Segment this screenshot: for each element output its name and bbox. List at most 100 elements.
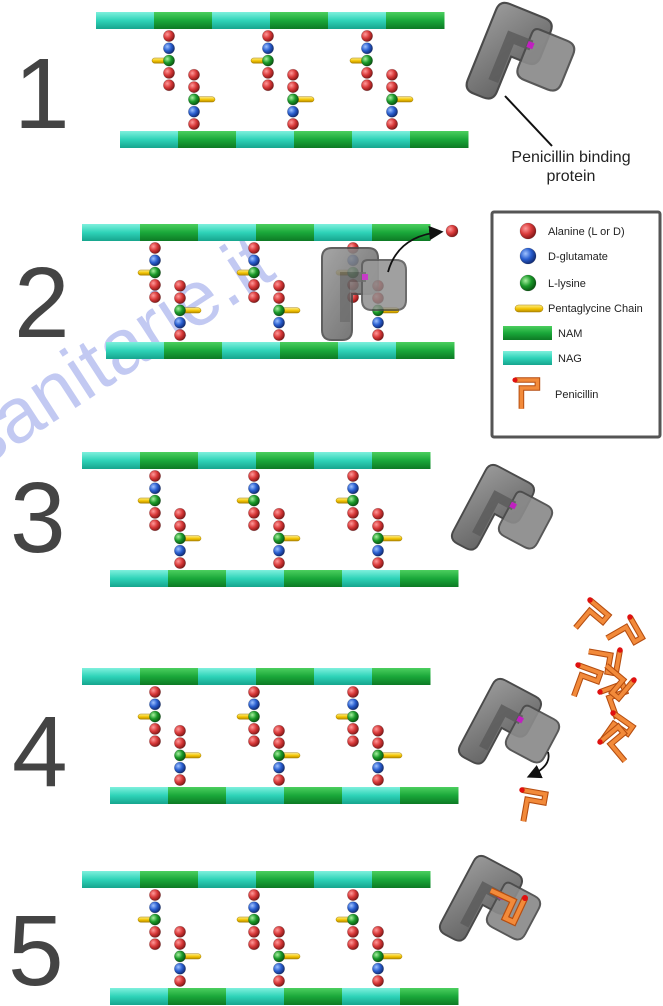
l-lysine-sphere xyxy=(347,494,359,507)
nam-segment xyxy=(256,668,315,685)
active-site xyxy=(362,274,368,280)
nam-segment xyxy=(270,12,329,29)
nag-segment xyxy=(236,131,295,148)
nag-segment xyxy=(198,224,257,241)
nag-segment xyxy=(226,787,285,804)
alanine-sphere xyxy=(149,735,161,748)
step-2: 2 xyxy=(14,224,459,359)
alanine-sphere xyxy=(519,222,537,240)
step-number: 5 xyxy=(8,895,64,1006)
alanine-sphere xyxy=(248,735,260,748)
nam-segment xyxy=(256,224,315,241)
penicillin-ring xyxy=(627,614,633,620)
alanine-sphere xyxy=(372,507,384,520)
nam-segment xyxy=(294,131,353,148)
l-lysine-sphere xyxy=(149,266,161,279)
l-lysine-sphere xyxy=(188,93,200,106)
l-lysine-sphere xyxy=(519,274,537,292)
alanine-sphere xyxy=(149,242,161,254)
l-lysine-sphere xyxy=(174,532,186,545)
active-site xyxy=(516,715,524,724)
penicillin-binding-protein xyxy=(321,247,407,341)
step-number: 1 xyxy=(14,38,70,150)
penicillin-binding-protein xyxy=(457,677,561,765)
d-glutamate-sphere xyxy=(248,901,260,914)
alanine-sphere xyxy=(386,118,398,130)
alanine-sphere xyxy=(174,507,186,520)
alanine-sphere xyxy=(372,938,384,950)
alanine-sphere xyxy=(273,774,285,786)
alanine-sphere xyxy=(372,329,384,341)
alanine-sphere xyxy=(248,723,260,735)
l-lysine-sphere xyxy=(248,266,260,279)
nam-segment xyxy=(140,871,199,888)
l-lysine-sphere xyxy=(386,93,398,106)
peptide-pair xyxy=(151,30,216,130)
alanine-sphere xyxy=(174,329,186,341)
d-glutamate-sphere xyxy=(372,962,384,975)
penicillin-molecule xyxy=(573,597,613,630)
alanine-sphere xyxy=(248,686,260,698)
peptide-pair xyxy=(349,30,414,130)
pbp-cleft xyxy=(479,704,524,751)
alanine-sphere xyxy=(188,81,200,93)
nag-segment xyxy=(314,668,373,685)
step-5: 5 xyxy=(8,854,542,1006)
nam-segment xyxy=(372,668,431,685)
alanine-sphere xyxy=(248,291,260,304)
alanine-sphere xyxy=(372,774,384,786)
nam-segment xyxy=(154,12,213,29)
penicillin-binding-protein xyxy=(438,854,542,942)
d-glutamate-sphere xyxy=(248,482,260,495)
nag-segment xyxy=(110,787,169,804)
alanine-sphere xyxy=(188,118,200,130)
alanine-sphere xyxy=(372,557,384,569)
l-lysine-sphere xyxy=(273,304,285,317)
nag-segment xyxy=(106,342,165,359)
d-glutamate-sphere xyxy=(287,105,299,118)
active-site xyxy=(509,501,517,510)
l-lysine-sphere xyxy=(347,913,359,926)
nam-segment xyxy=(140,668,199,685)
penicillin-molecule xyxy=(605,614,646,646)
alanine-sphere xyxy=(174,774,186,786)
peptide-pair xyxy=(137,470,202,569)
alanine-sphere xyxy=(347,735,359,748)
l-lysine-sphere xyxy=(174,304,186,317)
nag-segment xyxy=(222,342,281,359)
active-site xyxy=(526,41,535,50)
alanine-sphere xyxy=(372,724,384,737)
d-glutamate-sphere xyxy=(273,544,285,557)
alanine-sphere xyxy=(188,68,200,81)
alanine-sphere xyxy=(163,67,175,79)
alanine-sphere xyxy=(347,470,359,482)
nag-segment xyxy=(110,988,169,1005)
penicillin-ring xyxy=(512,377,518,383)
nam-segment xyxy=(284,570,343,587)
alanine-sphere xyxy=(248,242,260,254)
nam-segment xyxy=(168,787,227,804)
alanine-sphere xyxy=(287,118,299,130)
d-glutamate-sphere xyxy=(372,544,384,557)
d-glutamate-sphere xyxy=(273,962,285,975)
nam-segment xyxy=(410,131,469,148)
nag-segment xyxy=(96,12,155,29)
alanine-sphere xyxy=(273,520,285,532)
nam-segment xyxy=(400,570,459,587)
alanine-sphere xyxy=(163,30,175,42)
peptide-pair xyxy=(137,242,202,341)
nag-segment xyxy=(110,570,169,587)
peptide-pair xyxy=(236,242,301,341)
step-number: 3 xyxy=(10,462,66,574)
nag-segment xyxy=(212,12,271,29)
penicillin-molecule xyxy=(588,647,623,677)
penicillin-ring xyxy=(521,894,529,902)
step-number: 2 xyxy=(14,247,70,359)
alanine-sphere xyxy=(174,279,186,292)
nam-segment xyxy=(256,452,315,469)
nag-segment xyxy=(226,570,285,587)
d-glutamate-sphere xyxy=(262,42,274,55)
l-lysine-sphere xyxy=(372,532,384,545)
release-arrow xyxy=(387,225,444,273)
nag-segment xyxy=(82,668,141,685)
